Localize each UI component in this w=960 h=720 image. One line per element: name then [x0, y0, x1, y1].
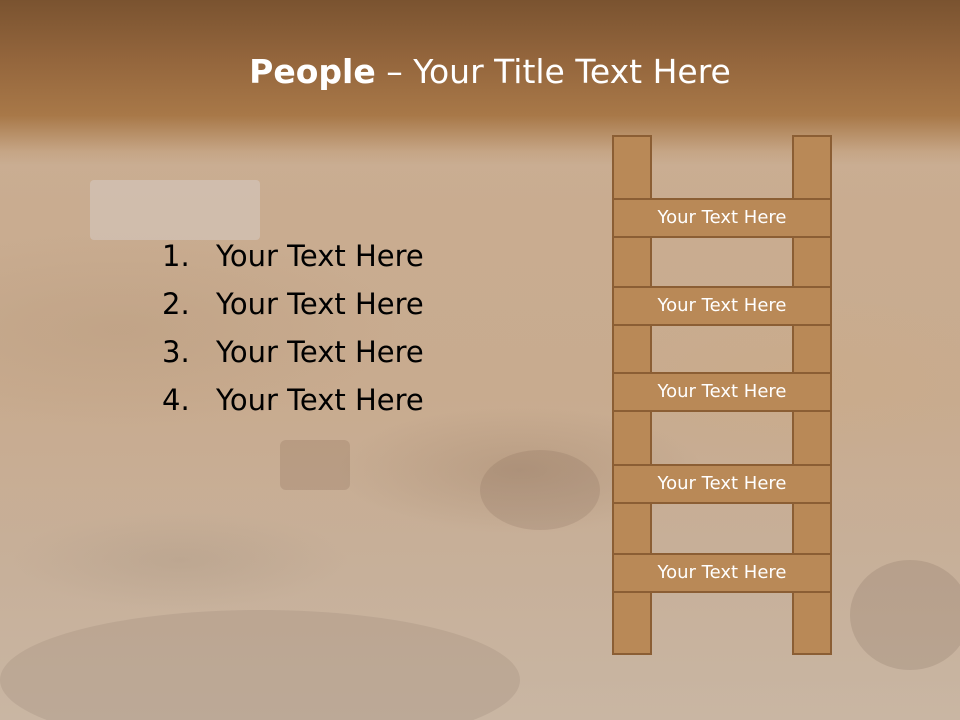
background-terrain	[90, 180, 260, 240]
list-text: Your Text Here	[216, 335, 424, 369]
list-number: 2.	[162, 287, 190, 321]
list-number: 4.	[162, 383, 190, 417]
list-text: Your Text Here	[216, 287, 424, 321]
numbered-list: 1. Your Text Here 2. Your Text Here 3. Your…	[150, 232, 424, 424]
list-item: 2. Your Text Here	[150, 280, 424, 328]
ladder-rung: Your Text Here	[612, 198, 832, 238]
ladder-rung: Your Text Here	[612, 464, 832, 504]
list-item: 3. Your Text Here	[150, 328, 424, 376]
list-number: 3.	[162, 335, 190, 369]
list-number: 1.	[162, 239, 190, 273]
list-text: Your Text Here	[216, 239, 424, 273]
title-rest: – Your Title Text Here	[375, 52, 731, 91]
list-item: 1. Your Text Here	[150, 232, 424, 280]
background-terrain	[280, 440, 350, 490]
ladder-rung: Your Text Here	[612, 553, 832, 593]
background-terrain	[850, 560, 960, 670]
background-terrain	[480, 450, 600, 530]
title-bold: People	[249, 52, 376, 91]
background-terrain	[0, 610, 520, 720]
list-item: 4. Your Text Here	[150, 376, 424, 424]
ladder-rung: Your Text Here	[612, 372, 832, 412]
list-text: Your Text Here	[216, 383, 424, 417]
ladder-rung: Your Text Here	[612, 286, 832, 326]
slide-title: People – Your Title Text Here	[0, 52, 960, 91]
